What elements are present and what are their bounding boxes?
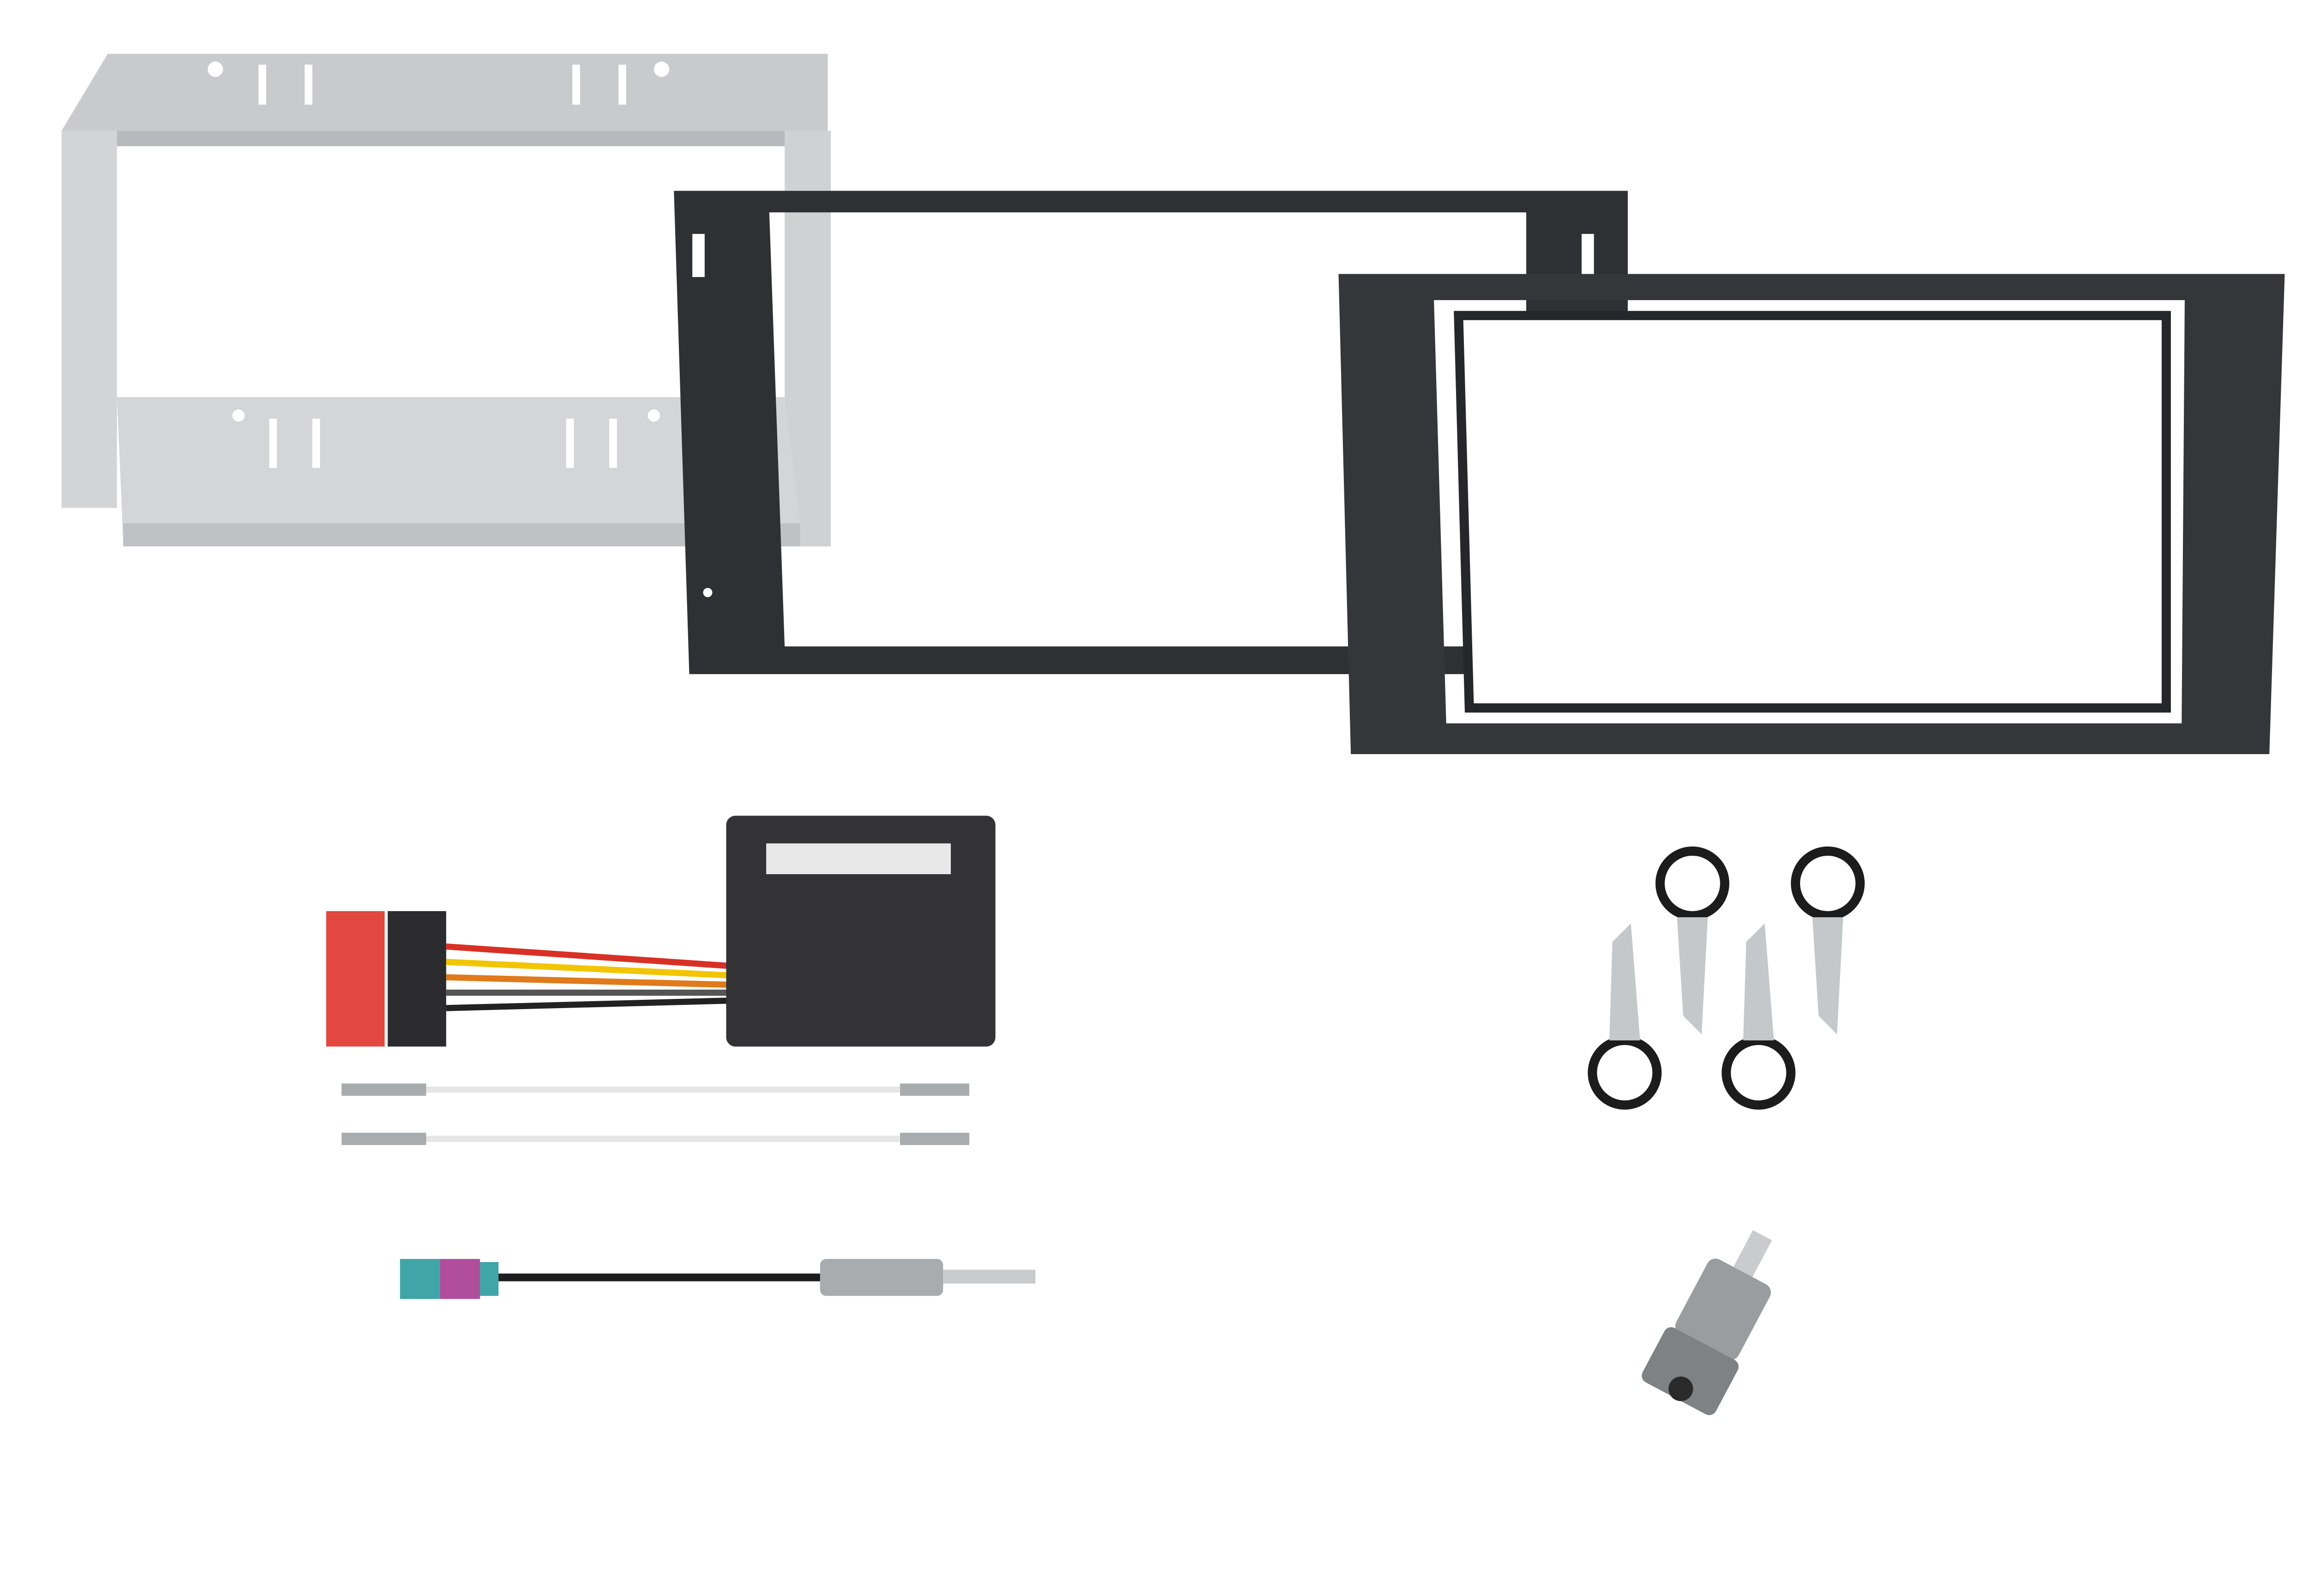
cage-top-edge xyxy=(117,131,828,146)
fakra-teal xyxy=(400,1259,440,1299)
antenna-adapter xyxy=(1642,1230,1772,1415)
fakra-violet xyxy=(440,1259,480,1299)
cage-bottom xyxy=(117,397,800,539)
frame-slot xyxy=(692,234,705,277)
iso-connector-black xyxy=(387,911,447,1047)
frame-slot xyxy=(1581,234,1594,277)
antenna-adapter-cable xyxy=(400,1259,1036,1299)
cage-top xyxy=(61,54,828,131)
release-key xyxy=(1588,923,1662,1110)
release-keys xyxy=(1588,846,1865,1110)
release-key xyxy=(1791,846,1865,1034)
cage-left-side xyxy=(61,131,117,508)
extension-wire xyxy=(341,1132,969,1145)
iso-connector-red xyxy=(326,911,385,1047)
harness-wires xyxy=(446,943,739,1011)
iso-harness xyxy=(326,816,996,1047)
extension-wire xyxy=(341,1083,969,1096)
mounting-cage xyxy=(61,54,831,547)
cage-holes xyxy=(207,61,670,468)
fascia-panel xyxy=(1338,274,2285,755)
release-key xyxy=(1655,846,1729,1034)
din-plug xyxy=(820,1259,943,1296)
release-key xyxy=(1722,923,1795,1110)
